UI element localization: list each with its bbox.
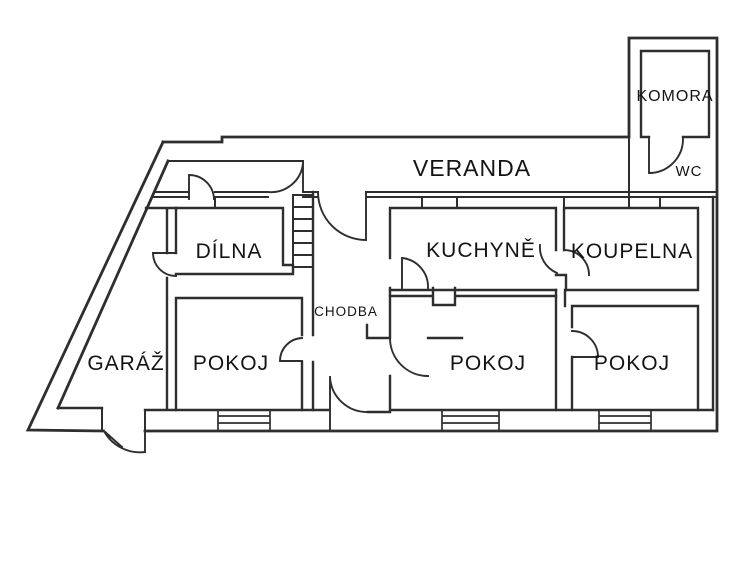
room-label-veranda: VERANDA	[413, 155, 531, 181]
doors	[102, 138, 684, 454]
room-label-pokoj-left: POKOJ	[193, 352, 269, 375]
interior-walls	[56, 49, 718, 414]
room-label-kuchyne: KUCHYNĚ	[426, 239, 536, 262]
room-label-koupelna: KOUPELNA	[571, 240, 693, 263]
room-label-chodba: CHODBA	[314, 304, 378, 319]
room-label-wc: WC	[676, 163, 703, 180]
room-label-pokoj-middle: POKOJ	[450, 352, 526, 375]
windows	[217, 409, 652, 432]
room-label-dilna: DÍLNA	[196, 240, 263, 263]
staircase	[292, 194, 314, 268]
room-label-garaz: GARÁŽ	[87, 352, 164, 375]
outer-walls	[25, 36, 719, 433]
room-label-pokoj-right: POKOJ	[594, 352, 670, 375]
room-labels: VERANDA KOMORA WC DÍLNA KUCHYNĚ KOUPELNA…	[87, 88, 713, 375]
room-label-komora: KOMORA	[636, 88, 713, 105]
